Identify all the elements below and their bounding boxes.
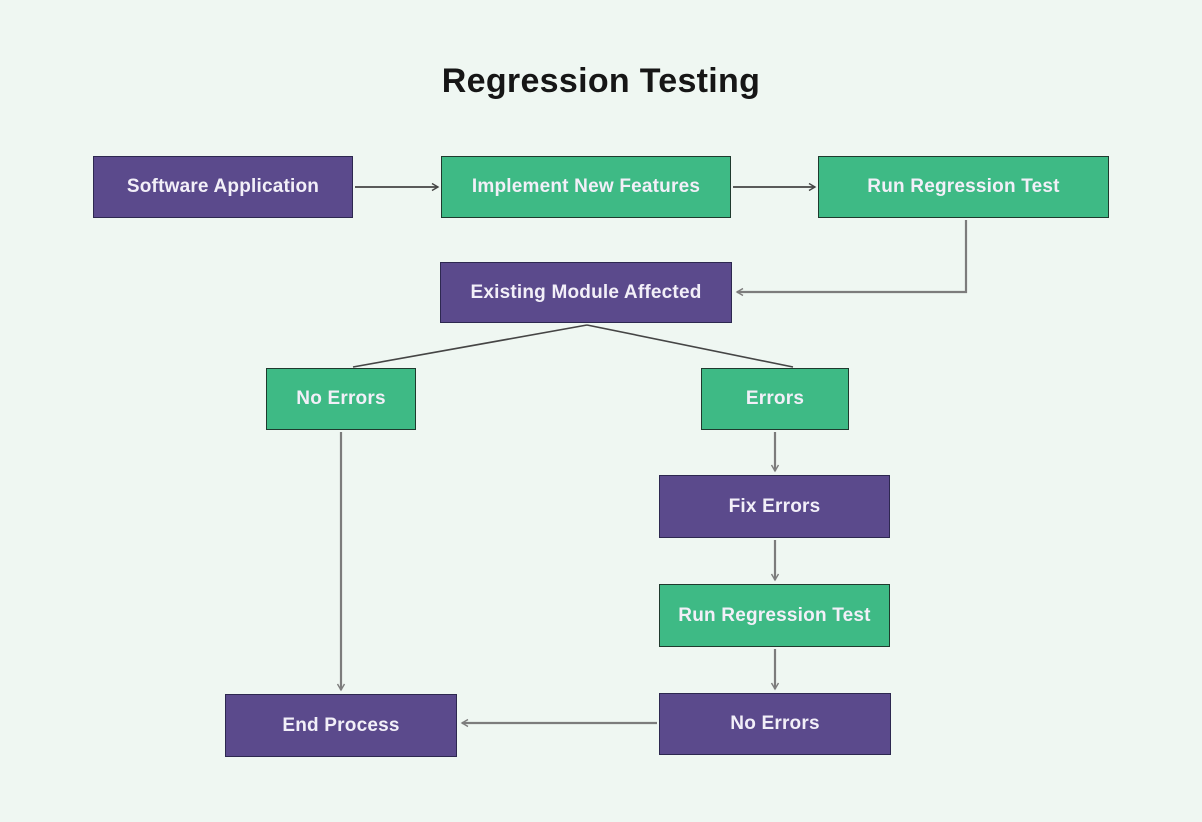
node-label: End Process xyxy=(282,714,400,736)
node-fix-errors: Fix Errors xyxy=(659,475,890,538)
node-label: Fix Errors xyxy=(728,495,821,517)
node-run-regression-test-top: Run Regression Test xyxy=(818,156,1109,218)
node-label: No Errors xyxy=(730,713,820,734)
node-no-errors-result: No Errors xyxy=(659,693,891,755)
diagram-title: Regression Testing xyxy=(441,62,761,100)
node-existing-module-affected: Existing Module Affected xyxy=(440,262,732,323)
node-label: Run Regression Test xyxy=(867,176,1060,197)
edge-regression-to-existing-module xyxy=(735,220,968,297)
node-label: Implement New Features xyxy=(471,176,701,197)
node-software-application: Software Application xyxy=(93,156,353,218)
node-implement-new-features: Implement New Features xyxy=(441,156,731,218)
edge-existing-to-errors xyxy=(586,324,794,368)
node-errors-branch: Errors xyxy=(701,368,849,430)
edge-existing-to-no-errors xyxy=(352,324,588,368)
node-no-errors-branch: No Errors xyxy=(266,368,416,430)
node-run-regression-test-loop: Run Regression Test xyxy=(659,584,890,647)
node-end-process: End Process xyxy=(225,694,457,757)
node-label: No Errors xyxy=(296,388,386,409)
node-label: Existing Module Affected xyxy=(470,281,702,303)
node-label: Software Application xyxy=(126,176,320,197)
node-label: Errors xyxy=(745,388,805,409)
node-label: Run Regression Test xyxy=(678,604,871,626)
